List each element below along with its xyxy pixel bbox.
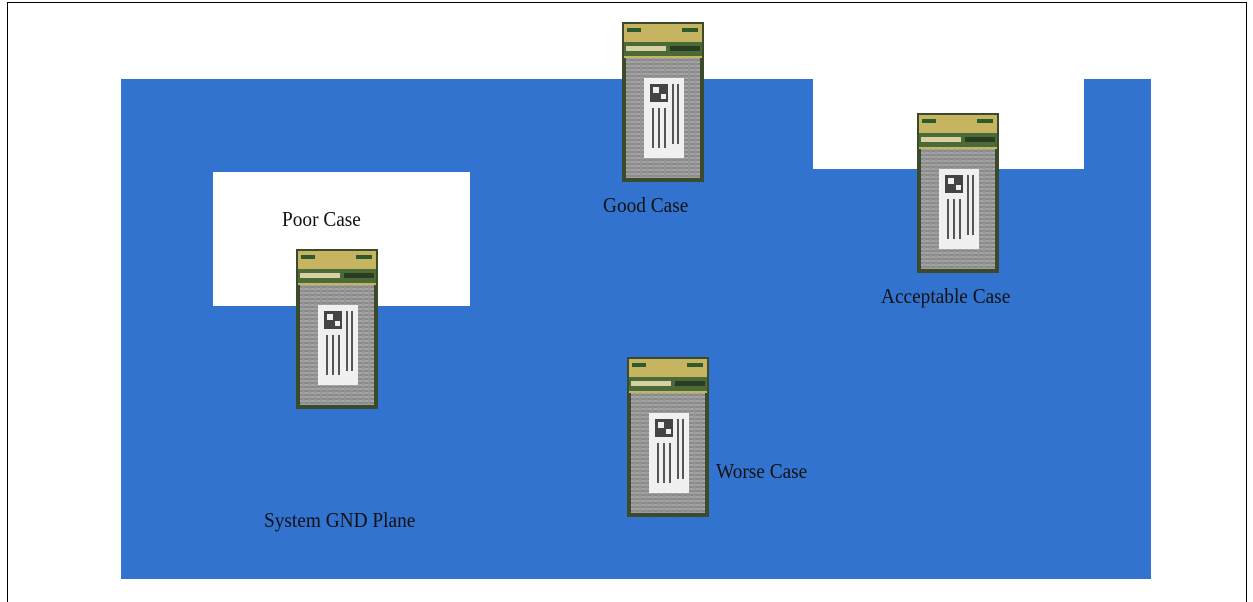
module-worse-case (627, 357, 709, 517)
label-system-gnd-plane: System GND Plane (264, 508, 415, 533)
module-acceptable-case (917, 113, 999, 273)
module-good-case (622, 22, 704, 182)
module-poor-case (296, 249, 378, 409)
label-acceptable-case: Acceptable Case (881, 284, 1010, 309)
label-worse-case: Worse Case (716, 459, 807, 484)
label-poor-case: Poor Case (282, 207, 361, 232)
label-good-case: Good Case (603, 193, 688, 218)
